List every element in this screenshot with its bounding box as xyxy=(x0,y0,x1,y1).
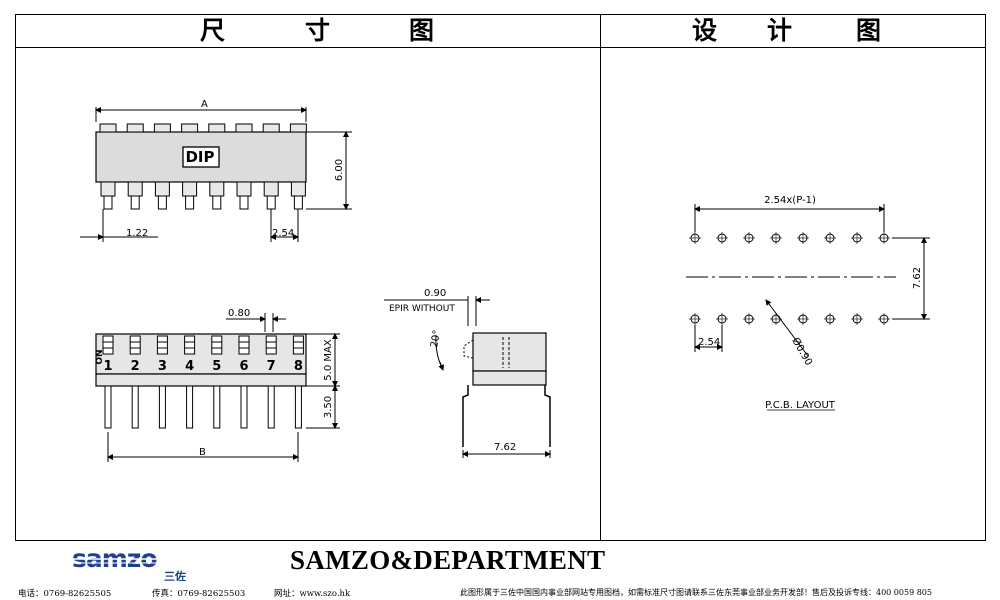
lead-tip xyxy=(103,195,113,210)
angle-label: 20° xyxy=(429,329,443,348)
lead-shoulder xyxy=(236,181,252,197)
dim-350-label: 3.50 xyxy=(323,396,334,418)
switch-number: 6 xyxy=(239,359,248,374)
dim-edge-label: 1.22 xyxy=(126,228,148,239)
top-tab xyxy=(235,123,253,133)
footer-fax: 传真：0769-82625503 xyxy=(152,589,246,599)
top-tab xyxy=(99,123,117,133)
switch-number: 4 xyxy=(185,359,194,374)
front-lead xyxy=(240,385,248,429)
pcb-layout xyxy=(686,204,930,357)
dim-762-side-label: 7.62 xyxy=(494,442,516,453)
footer-tel: 电话：0769-82625505 xyxy=(18,589,112,599)
side-view xyxy=(384,296,551,458)
bottom-leads xyxy=(100,181,306,210)
switch-number: 3 xyxy=(158,359,167,374)
dip-badge: DIP xyxy=(185,148,214,166)
logo-wordmark: samzo xyxy=(72,547,157,573)
switch-number: 2 xyxy=(131,359,140,374)
lead-tip xyxy=(185,195,195,210)
lead-shoulder xyxy=(127,181,143,197)
switch-numbers: 1 2 3 4 5 6 7 8 xyxy=(103,359,302,374)
top-tab xyxy=(289,123,307,133)
dim-b-label: B xyxy=(199,447,206,458)
lead-tip xyxy=(157,195,167,210)
samzo-logo: samzo 三佐 xyxy=(72,544,212,585)
pcb-holes xyxy=(689,232,890,325)
lead-tip xyxy=(212,195,222,210)
switch-number: 8 xyxy=(294,359,303,374)
header-divider xyxy=(15,47,986,48)
top-tab xyxy=(262,123,280,133)
dim-height-label: 6.00 xyxy=(334,159,345,181)
lead-shoulder xyxy=(154,181,170,197)
footer-notice: 此图形属于三佐中国国内事业部网站专用图档，如需标准尺寸图请联系三佐东莞事业部业务… xyxy=(460,588,932,597)
front-lead xyxy=(213,385,221,429)
right-title-char-3: 图 xyxy=(856,16,882,45)
front-lead xyxy=(186,385,194,429)
dim-090-label: 0.90 xyxy=(424,288,446,299)
top-tabs xyxy=(99,123,307,133)
lead-tip xyxy=(266,195,276,210)
lead-shoulder xyxy=(209,181,225,197)
switch-actuator xyxy=(102,335,114,355)
dim-5max-label: 5.0 MAX xyxy=(323,339,334,381)
lead-shoulder xyxy=(290,181,306,197)
switch-number: 1 xyxy=(103,359,112,374)
right-title-char-2: 计 xyxy=(767,16,793,45)
column-divider xyxy=(600,14,601,541)
brand-name: SAMZO&DEPARTMENT xyxy=(290,545,606,575)
dim-a-label: A xyxy=(201,99,208,110)
top-tab xyxy=(181,123,199,133)
switch-number: 7 xyxy=(267,359,276,374)
dim-080-label: 0.80 xyxy=(228,308,250,319)
dim-span-label: 2.54x(P-1) xyxy=(764,195,816,206)
lead-shoulder xyxy=(182,181,198,197)
left-title-char-1: 尺 xyxy=(200,16,226,45)
lead-tip xyxy=(239,195,249,210)
front-view xyxy=(95,313,340,462)
logo-cn: 三佐 xyxy=(164,569,186,581)
switch-actuator xyxy=(211,335,223,355)
switch-actuator xyxy=(238,335,250,355)
switch-actuator xyxy=(129,335,141,355)
footer-divider xyxy=(15,540,986,541)
dim-pitch-pcb-label: 2.54 xyxy=(698,337,720,348)
on-label: ON xyxy=(95,349,105,364)
switch-number: 5 xyxy=(212,359,221,374)
switch-actuator xyxy=(184,335,196,355)
top-tab xyxy=(153,123,171,133)
front-lead xyxy=(294,385,302,429)
top-tab xyxy=(208,123,226,133)
top-tab xyxy=(126,123,144,133)
switch-actuator xyxy=(292,335,304,355)
front-lead xyxy=(104,385,112,429)
lead-tip xyxy=(293,195,303,210)
footer-web: 网址：www.szo.hk xyxy=(274,589,351,599)
pcb-caption: P.C.B. LAYOUT xyxy=(765,400,836,411)
front-lead xyxy=(267,385,275,429)
lead-shoulder xyxy=(100,181,116,197)
front-lead xyxy=(158,385,166,429)
front-leads xyxy=(104,385,302,429)
switch-actuators xyxy=(102,335,304,355)
top-view xyxy=(80,107,352,242)
lead-shoulder xyxy=(263,181,279,197)
left-title-char-2: 寸 xyxy=(305,16,331,45)
dim-pitch-label: 2.54 xyxy=(272,228,294,239)
dim-rows-label: 7.62 xyxy=(912,267,923,289)
right-title-char-1: 设 xyxy=(692,16,718,45)
switch-actuator xyxy=(156,335,168,355)
dim-hole-label: Ø0.90 xyxy=(789,336,814,368)
left-title-char-3: 图 xyxy=(409,16,435,45)
switch-actuator xyxy=(265,335,277,355)
epir-note: EPIR WITHOUT xyxy=(389,304,455,314)
front-lead xyxy=(131,385,139,429)
lead-tip xyxy=(130,195,140,210)
